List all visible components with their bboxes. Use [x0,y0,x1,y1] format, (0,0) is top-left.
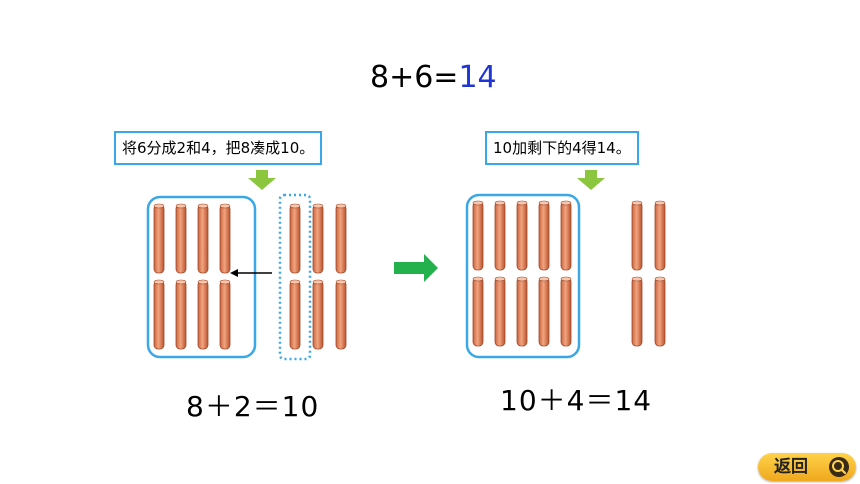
stick [472,200,484,271]
stick [494,276,506,347]
stick [472,276,484,347]
left-equation: 8＋2＝10 [186,390,320,423]
left-sticks [153,203,347,350]
stick [197,203,209,274]
stick [631,276,643,347]
stick [516,200,528,271]
move-left-arrow-icon [230,269,272,277]
stick [654,276,666,347]
stick [289,279,301,350]
stick [289,203,301,274]
stick [631,200,643,271]
stick [312,203,324,274]
stick [335,203,347,274]
stick [219,203,231,274]
right-equation: 10＋4＝14 [500,384,653,417]
stick [312,279,324,350]
stick [654,200,666,271]
title-answer: 14 [458,60,497,95]
green-right-arrow-icon [394,254,438,282]
stick [494,200,506,271]
stick [335,279,347,350]
stick [153,203,165,274]
page-title: 8+6=14 [370,58,497,98]
stick [538,276,550,347]
stick [560,200,572,271]
stick [516,276,528,347]
stick [175,203,187,274]
title-expression: 8+6= [370,60,459,95]
back-button-label: 返回 [774,457,808,477]
stick [219,279,231,350]
search-icon [829,457,849,477]
stick [538,200,550,271]
stick [153,279,165,350]
left-down-arrow-icon [248,170,276,190]
stick [175,279,187,350]
stick [197,279,209,350]
right-sticks [472,200,666,347]
group-of-ten-box-right [465,193,581,359]
back-button[interactable]: 返回 [758,453,856,481]
stick [560,276,572,347]
split-two-dotted-box [278,193,312,361]
right-hint-box: 10加剩下的4得14。 [485,131,639,165]
right-down-arrow-icon [577,170,605,190]
left-hint-box: 将6分成2和4，把8凑成10。 [114,131,323,165]
group-of-ten-box-left [146,195,257,359]
